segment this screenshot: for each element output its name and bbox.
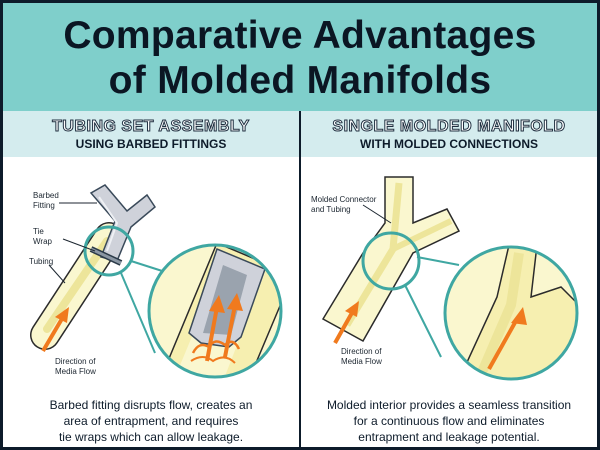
molded-manifold-heading: SINGLE MOLDED MANIFOLD bbox=[332, 118, 566, 136]
joint-callout-ring bbox=[83, 225, 135, 277]
tubing-leader bbox=[48, 264, 66, 284]
magnified-connection-view bbox=[443, 245, 579, 381]
molded-manifold-diagram bbox=[321, 176, 579, 381]
callout-line-bottom bbox=[120, 272, 156, 354]
molded-manifold-caption: Molded interior provides a seamless tran… bbox=[326, 398, 572, 444]
molded-manifold-shape bbox=[321, 176, 461, 343]
page-title: Comparative Advantages of Molded Manifol… bbox=[3, 3, 597, 103]
panel-divider bbox=[299, 111, 301, 447]
molded-manifold-subheading: WITH MOLDED CONNECTIONS bbox=[360, 137, 538, 151]
barbed-fitting-shape bbox=[89, 184, 156, 262]
tie-wrap-shape bbox=[89, 246, 123, 266]
title-line-2: of Molded Manifolds bbox=[108, 59, 492, 102]
tubing-set-diagram-area: Barbed Fitting Tie Wrap Tubing Direction… bbox=[3, 157, 299, 447]
right-direction-label: Direction of Media Flow bbox=[341, 347, 382, 366]
flow-direction-arrow bbox=[41, 307, 69, 353]
tubing-label: Tubing bbox=[29, 257, 54, 266]
callout-line-top bbox=[416, 256, 460, 266]
connection-callout-ring bbox=[361, 231, 421, 291]
left-direction-label: Direction of Media Flow bbox=[55, 357, 96, 376]
barbed-fitting-label: Barbed Fitting bbox=[33, 191, 59, 210]
tubing-set-subheading: USING BARBED FITTINGS bbox=[75, 137, 227, 151]
molded-connector-leader bbox=[362, 204, 392, 224]
tubing-set-diagram bbox=[30, 184, 283, 379]
magnified-fitting-view bbox=[147, 243, 283, 379]
molded-manifold-panel: SINGLE MOLDED MANIFOLD WITH MOLDED CONNE… bbox=[301, 111, 597, 447]
flow-direction-arrow bbox=[333, 301, 359, 344]
title-line-1: Comparative Advantages bbox=[63, 14, 537, 57]
tubing-set-heading: TUBING SET ASSEMBLY bbox=[52, 118, 250, 136]
tubing-set-heading-band: TUBING SET ASSEMBLY USING BARBED FITTING… bbox=[3, 111, 299, 157]
molded-manifold-diagram-area: Molded Connector and Tubing Direction of… bbox=[301, 157, 597, 447]
tubing-set-panel: TUBING SET ASSEMBLY USING BARBED FITTING… bbox=[3, 111, 299, 447]
callout-line-bottom bbox=[404, 284, 442, 358]
tie-wrap-leader bbox=[62, 238, 96, 252]
title-banner: Comparative Advantages of Molded Manifol… bbox=[3, 3, 597, 111]
tie-wrap-label: Tie Wrap bbox=[33, 227, 52, 246]
molded-connector-label: Molded Connector and Tubing bbox=[311, 195, 377, 214]
molded-manifold-heading-band: SINGLE MOLDED MANIFOLD WITH MOLDED CONNE… bbox=[301, 111, 597, 157]
tubing-set-caption: Barbed fitting disrupts flow, creates an… bbox=[49, 398, 253, 444]
